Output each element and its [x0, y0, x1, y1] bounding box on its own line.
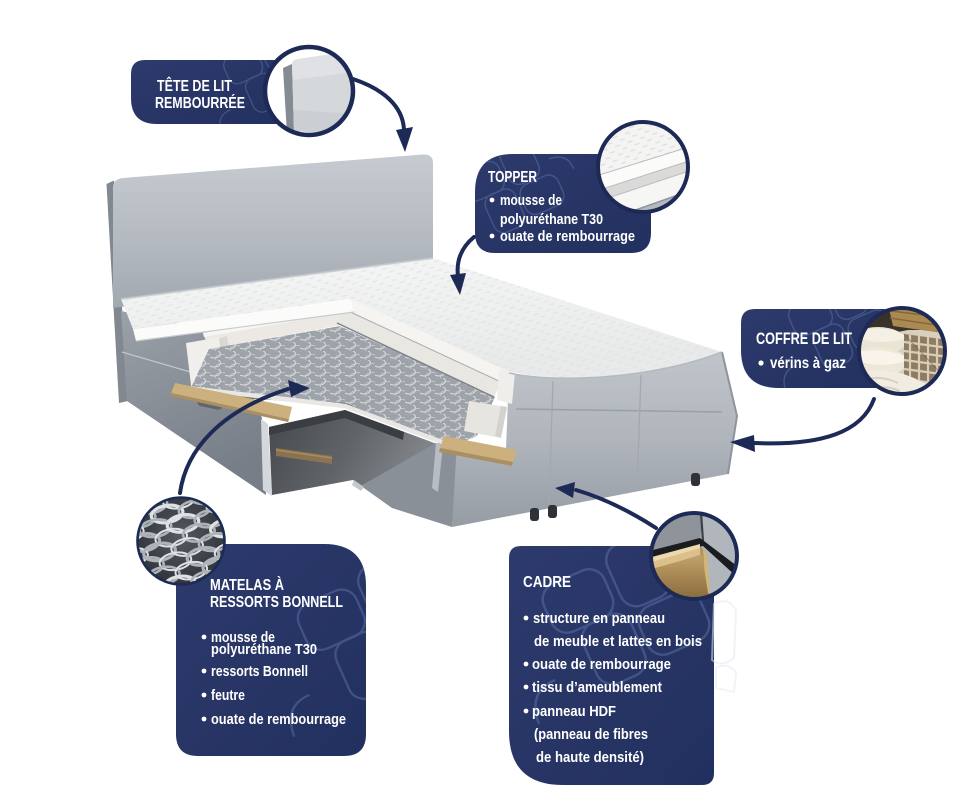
svg-text:polyuréthane T30: polyuréthane T30 [500, 212, 603, 228]
svg-text:ouate de rembourrage: ouate de rembourrage [211, 712, 346, 728]
svg-text:feutre: feutre [211, 688, 245, 704]
svg-text:MATELAS À: MATELAS À [210, 575, 284, 594]
svg-text:tissu d’ameublement: tissu d’ameublement [532, 680, 662, 696]
svg-text:de haute densité): de haute densité) [536, 750, 644, 766]
svg-text:polyuréthane T30: polyuréthane T30 [211, 642, 317, 658]
svg-text:TOPPER: TOPPER [488, 169, 537, 186]
svg-text:mousse de: mousse de [211, 630, 275, 646]
svg-text:ouate de rembourrage: ouate de rembourrage [500, 229, 635, 245]
svg-text:CADRE: CADRE [523, 574, 571, 591]
svg-text:panneau HDF: panneau HDF [532, 704, 616, 720]
svg-text:structure en panneau: structure en panneau [533, 611, 665, 627]
svg-text:TÊTE DE LIT: TÊTE DE LIT [157, 76, 232, 95]
svg-text:RESSORTS BONNELL: RESSORTS BONNELL [210, 594, 343, 611]
svg-text:REMBOURRÉE: REMBOURRÉE [155, 93, 245, 112]
svg-text:(panneau de fibres: (panneau de fibres [534, 727, 648, 743]
svg-text:ouate de rembourrage: ouate de rembourrage [532, 657, 671, 673]
svg-text:mousse de: mousse de [500, 193, 562, 209]
svg-text:ressorts Bonnell: ressorts Bonnell [211, 664, 308, 680]
svg-text:vérins à gaz: vérins à gaz [770, 355, 846, 372]
svg-text:de meuble et lattes en bois: de meuble et lattes en bois [534, 634, 702, 650]
svg-text:COFFRE DE LIT: COFFRE DE LIT [756, 330, 852, 348]
